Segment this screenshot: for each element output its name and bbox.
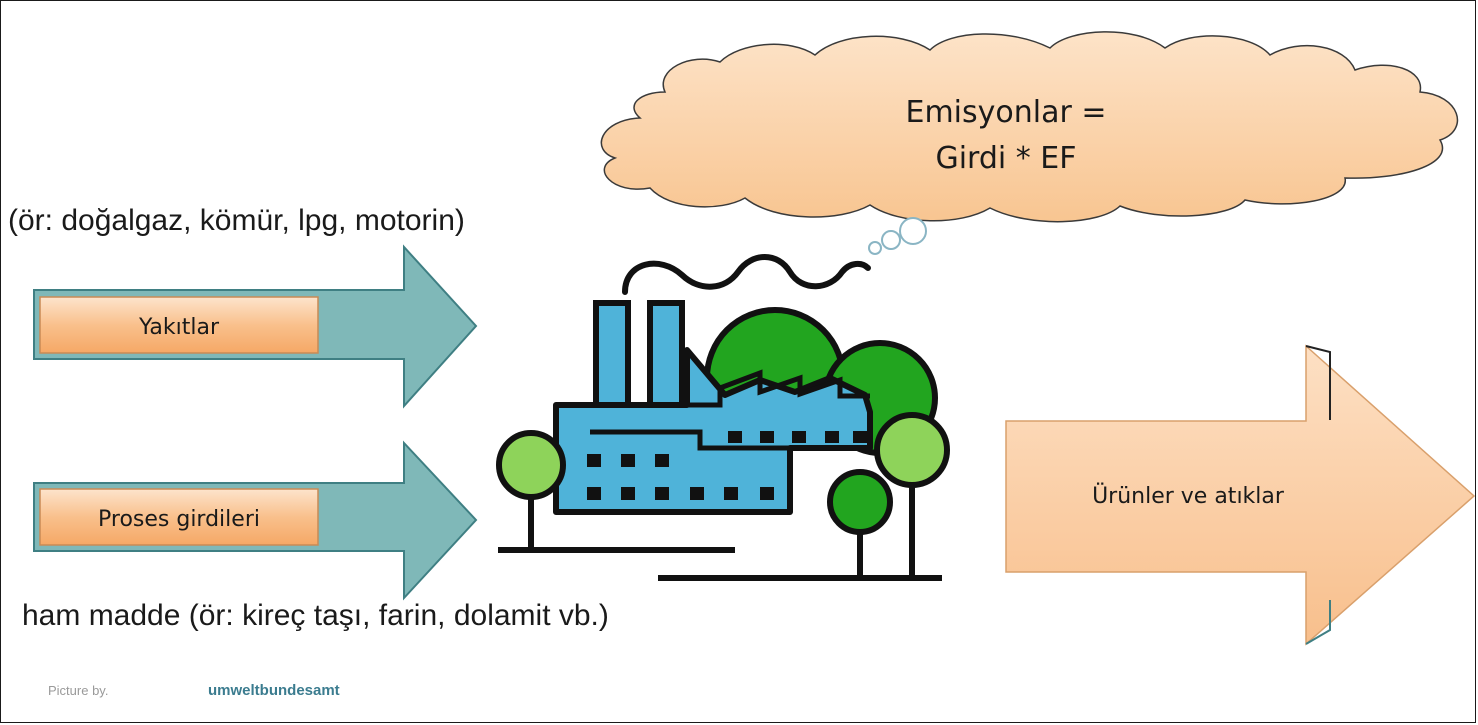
raw-material-examples-text: ham madde (ör: kireç taşı, farin, dolami… (22, 599, 609, 632)
process-input-arrow: Proses girdileri (33, 440, 478, 601)
left-tree-icon (496, 430, 566, 500)
fuels-label: Yakıtlar (138, 315, 220, 340)
factory-icon (496, 254, 950, 581)
thought-bubble-medium (881, 230, 901, 250)
picture-credit: Picture by. umweltbundesamt (48, 682, 340, 699)
thought-bubble-large (899, 217, 927, 245)
front-tree-icon (827, 469, 893, 535)
fuels-label-box (39, 296, 319, 354)
credit-prefix: Picture by. (48, 683, 108, 698)
thought-bubble-small (868, 241, 882, 255)
credit-brand: umweltbundesamt (208, 682, 340, 699)
fuels-input-arrow: Yakıtlar (33, 244, 478, 409)
emissions-cloud: Emisyonlar = Girdi * EF (600, 31, 1459, 255)
cloud-shape (600, 31, 1459, 223)
smoke-icon (622, 254, 871, 295)
process-label-box (39, 488, 319, 546)
right-tree-icon (874, 412, 950, 488)
output-label: Ürünler ve atıklar (1092, 483, 1285, 509)
fuel-examples-text: (ör: doğalgaz, kömür, lpg, motorin) (8, 204, 465, 237)
output-arrow: Ürünler ve atıklar (1005, 344, 1476, 646)
cloud-formula-line1: Emisyonlar = (906, 95, 1107, 130)
cloud-formula-line2: Girdi * EF (935, 141, 1076, 176)
process-label: Proses girdileri (98, 507, 260, 532)
